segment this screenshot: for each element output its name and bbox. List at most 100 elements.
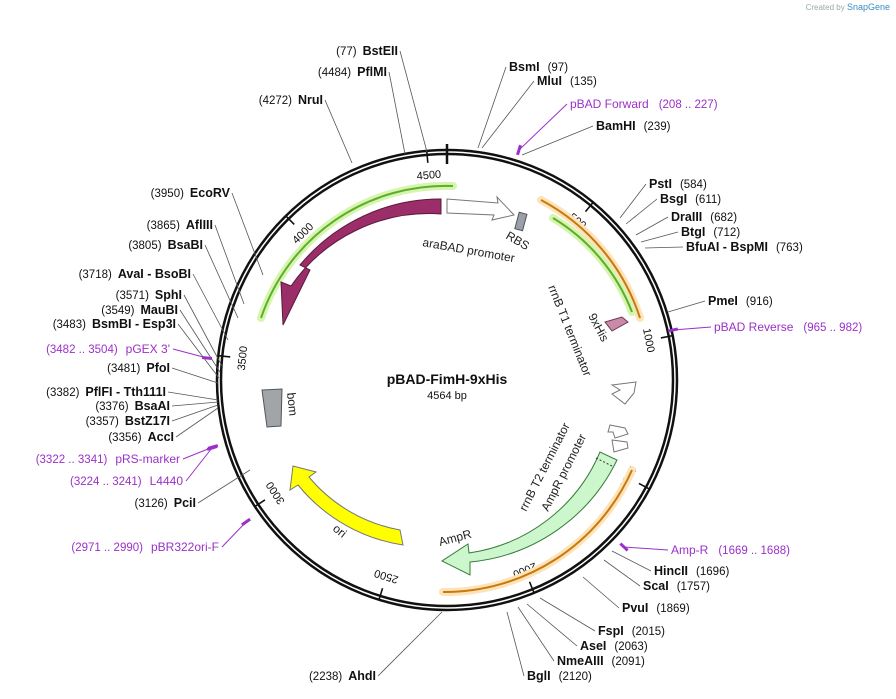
primer-pgex-3-: pGEX 3'(3482 .. 3504) — [46, 342, 213, 360]
enzyme-name: AflIII — [186, 218, 213, 232]
enzyme-position: (2238) — [309, 671, 342, 683]
plasmid-backbone — [215, 144, 679, 612]
enzyme-pfoi: PfoI(3481) — [107, 361, 219, 384]
feature-bom: bom — [261, 388, 300, 428]
enzyme-name: SphI — [155, 288, 182, 302]
enzyme-position: (97) — [548, 62, 569, 74]
feature-rbs: RBS — [504, 211, 532, 253]
tick-2000 — [528, 581, 535, 594]
enzyme-position: (3549) — [101, 305, 134, 317]
enzyme-position: (3950) — [151, 188, 184, 200]
primer-amp-r: Amp-R(1669 .. 1688) — [619, 542, 790, 557]
enzyme-name: MluI — [537, 74, 562, 88]
enzyme-mlui: MluI(135) — [481, 74, 597, 149]
feature-9xhis: 9xHis — [585, 311, 629, 344]
feature-ori: ori — [289, 465, 404, 546]
feature-rrnb-t1: rrnB T1 terminator — [545, 283, 637, 405]
enzyme-name: AccI — [148, 430, 174, 444]
enzyme-leader — [167, 391, 219, 401]
enzyme-scai: ScaI(1757) — [603, 559, 710, 593]
enzyme-name: BglI — [527, 669, 551, 683]
enzyme-bsabi: BsaBI(3805) — [128, 238, 239, 319]
enzyme-position: (611) — [695, 194, 721, 206]
primer-leader — [221, 521, 247, 548]
enzyme-leader — [171, 367, 219, 384]
arabad-label: araBAD promoter — [421, 235, 515, 265]
tick-4000 — [285, 215, 295, 226]
tick-3000 — [254, 499, 266, 508]
enzyme-name: BsgI — [660, 192, 687, 206]
enzyme-position: (1696) — [696, 566, 729, 578]
primer-name: pRS-marker — [115, 452, 180, 466]
enzyme-leader — [175, 407, 219, 438]
primer-name: pBAD Reverse — [714, 320, 794, 334]
enzyme-name: BsmI — [509, 60, 540, 74]
primer-range: (3322 .. 3341) — [36, 454, 108, 466]
enzyme-ecorv: EcoRV(3950) — [151, 186, 264, 276]
enzyme-position: (3382) — [46, 387, 79, 399]
enzyme-leader — [324, 99, 353, 164]
snapgene-credit: Created by SnapGene — [806, 2, 890, 12]
primer-range: (965 .. 982) — [803, 322, 862, 334]
enzyme-leader — [640, 231, 679, 243]
enzyme-leader — [611, 550, 652, 572]
tick-1500 — [638, 482, 650, 490]
enzyme-name: BsaAI — [135, 399, 170, 413]
enzyme-leader — [603, 559, 641, 587]
enzyme-position: (2063) — [614, 641, 647, 653]
enzyme-leader — [214, 224, 245, 305]
enzyme-bgli: BglI(2120) — [506, 611, 592, 683]
primer-leader — [172, 348, 208, 359]
enzyme-pcii: PciI(3126) — [135, 469, 251, 510]
enzyme-name: PflMI — [357, 65, 387, 79]
tick-2500 — [378, 588, 384, 600]
enzyme-bsmi: BsmI (97) — [477, 60, 569, 149]
enzyme-position: (3718) — [79, 269, 112, 281]
enzyme-psti: PstI(584) — [619, 177, 707, 219]
primer-name: pBR322ori-F — [151, 540, 219, 554]
enzyme-leader — [399, 50, 428, 153]
enzyme-nmeaiii: NmeAIII(2091) — [517, 606, 645, 668]
tick-500 — [584, 201, 594, 213]
primer-range: (208 .. 227) — [659, 99, 718, 111]
enzyme-position: (682) — [710, 212, 737, 224]
enzyme-leader — [388, 71, 406, 155]
primer-name: pBAD Forward — [570, 97, 649, 111]
enzyme-maubi: MauBI(3549) — [101, 303, 221, 373]
enzyme-leader — [625, 198, 658, 225]
enzyme-bsgi: BsgI (611) — [625, 192, 721, 225]
enzyme-position: (3805) — [128, 240, 161, 252]
primer-range: (2971 .. 2990) — [71, 542, 143, 554]
enzyme-bsteii: BstEII(77) — [336, 44, 428, 153]
enzyme-leader — [171, 401, 219, 407]
enzyme-sphi: SphI(3571) — [116, 288, 223, 367]
tick-1000 — [660, 334, 673, 339]
tick-4500 — [425, 150, 429, 163]
enzyme-position: (1869) — [656, 603, 689, 615]
credit-prefix: Created by — [805, 3, 845, 12]
enzyme-position: (712) — [713, 227, 740, 239]
primer-prs-marker: pRS-marker (3322 .. 3341) — [36, 444, 219, 466]
primer-range: (1669 .. 1688) — [718, 545, 790, 557]
enzyme-asei: AseI(2063) — [526, 603, 648, 653]
annotation-tracks — [257, 181, 644, 597]
enzyme-pflmi: PflMI(4484) — [318, 65, 406, 155]
snapgene-logo: SnapGene — [846, 2, 890, 12]
enzyme-leader — [582, 576, 620, 609]
enzyme-name: AhdI — [348, 669, 376, 683]
enzyme-acci: AccI(3356) — [108, 407, 219, 444]
tick-label-4500: 4500 — [416, 169, 441, 183]
enzyme-leader — [506, 611, 525, 677]
enzyme-position: (584) — [680, 179, 707, 191]
primer-leader — [182, 446, 214, 460]
tick-label-3000: 3000 — [264, 479, 287, 506]
enzyme-leader — [477, 66, 507, 149]
enzyme-leader — [171, 404, 219, 422]
enzyme-name: BtgI — [681, 225, 705, 239]
enzyme-name: ScaI — [643, 579, 669, 593]
enzyme-position: (77) — [336, 46, 357, 58]
primer-range: (3224 .. 3241) — [70, 476, 142, 488]
enzyme-leader — [231, 192, 264, 276]
enzyme-position: (3481) — [107, 363, 140, 375]
enzyme-bsmbi-esp3i: BsmBI - Esp3I(3483) — [53, 317, 220, 379]
